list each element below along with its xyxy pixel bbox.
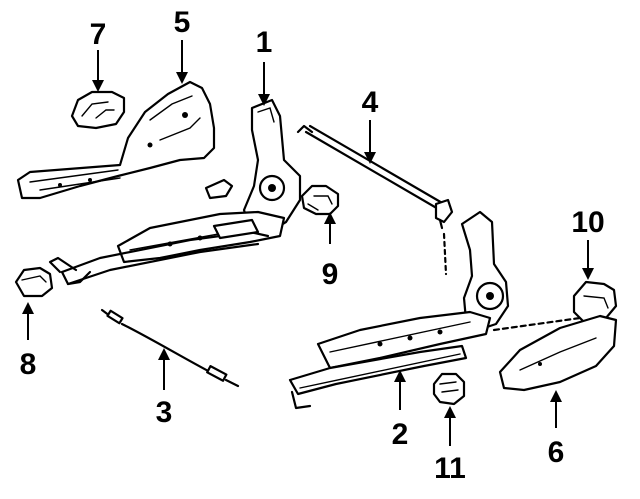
callout-5: 5 (174, 6, 191, 39)
callout-10: 10 (571, 206, 604, 239)
callout-1: 1 (256, 26, 273, 59)
callout-4: 4 (362, 86, 379, 119)
part-4-connecting-rod (296, 124, 454, 230)
part-7-handle-knob (70, 90, 126, 130)
part-10-bracket (572, 280, 618, 324)
callout-8: 8 (20, 348, 37, 381)
callout-leaders (22, 40, 594, 446)
part-2-seat-track-right (288, 210, 582, 410)
part-3-release-cable (100, 308, 240, 388)
callout-2: 2 (392, 418, 409, 451)
part-6-side-cover-right (498, 314, 618, 392)
part-5-side-cover-left (16, 80, 216, 200)
callout-9: 9 (322, 258, 339, 291)
part-8-end-cap (14, 266, 54, 298)
callout-7: 7 (90, 18, 107, 51)
callout-3: 3 (156, 396, 173, 429)
part-11-knob (432, 372, 466, 406)
callout-11: 11 (434, 452, 466, 485)
part-1-seat-track-left (48, 98, 302, 286)
part-9-clip (300, 184, 340, 216)
callout-6: 6 (548, 436, 565, 469)
